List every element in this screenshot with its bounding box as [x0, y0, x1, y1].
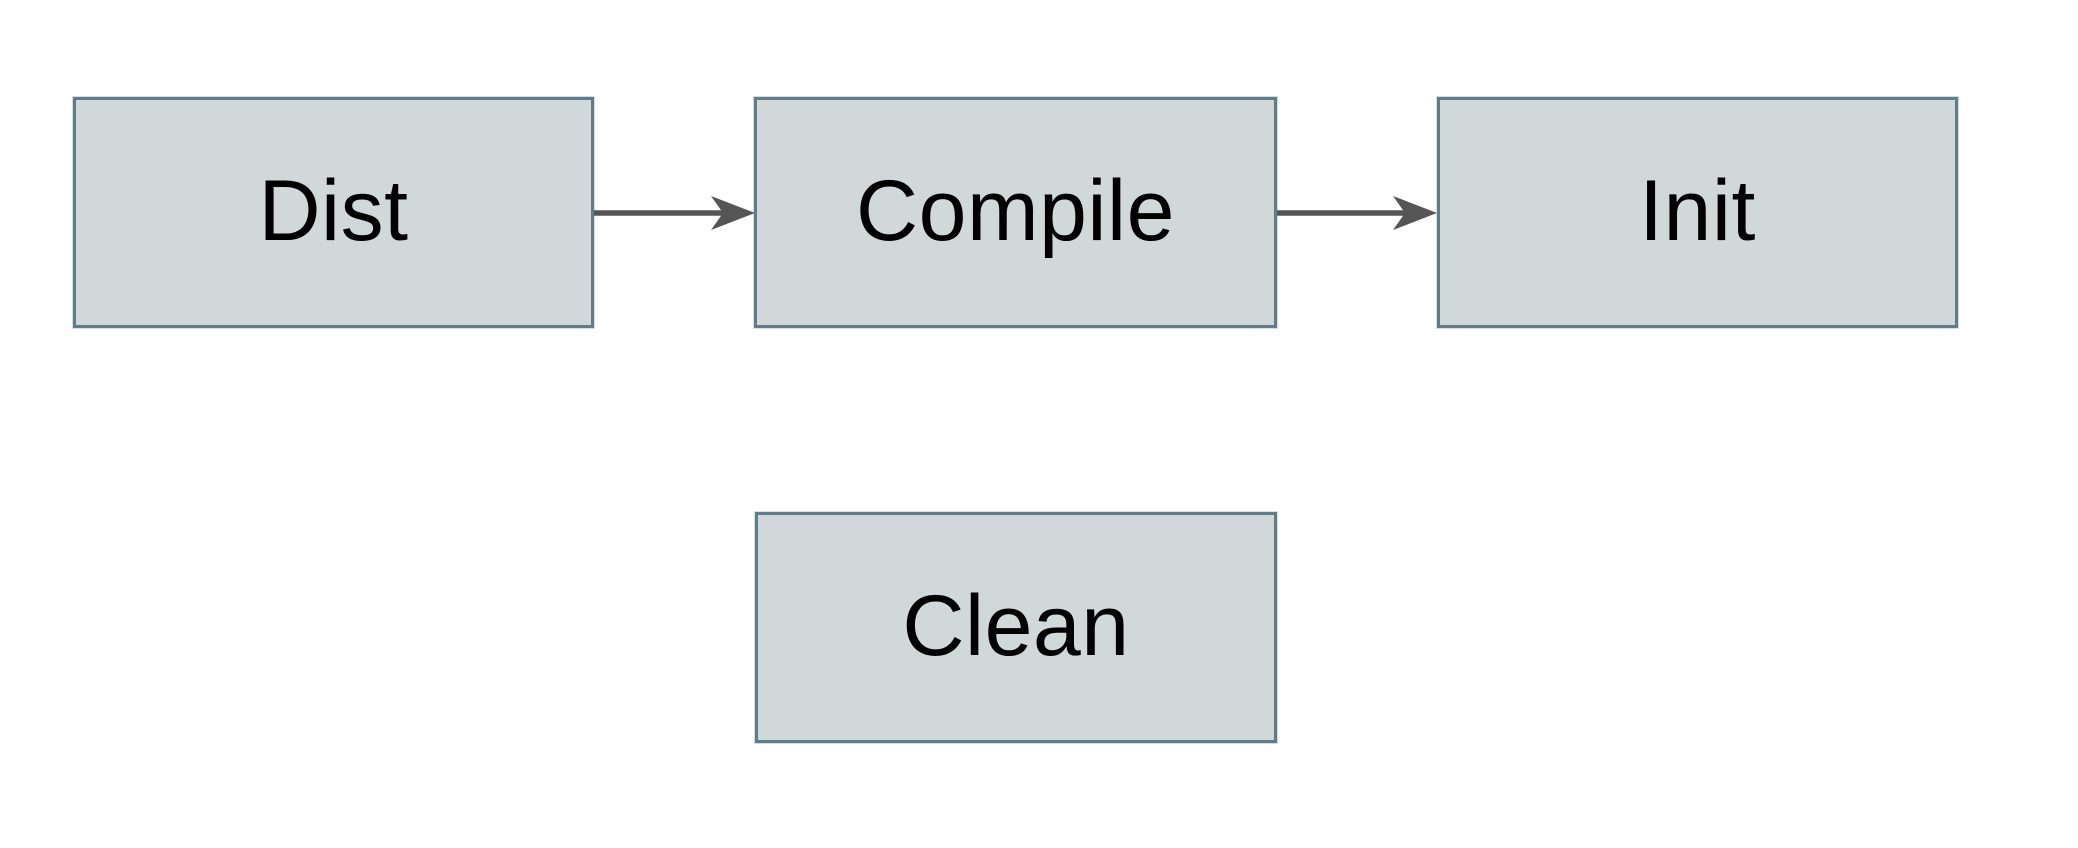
node-compile: Compile: [754, 97, 1277, 328]
node-dist-label: Dist: [258, 162, 409, 259]
node-init-label: Init: [1639, 162, 1756, 259]
node-compile-label: Compile: [856, 162, 1175, 259]
node-dist: Dist: [73, 97, 594, 328]
node-clean: Clean: [755, 512, 1277, 743]
node-clean-label: Clean: [902, 577, 1130, 674]
arrow-dist-to-compile: [594, 196, 755, 230]
arrow-right-icon: [1393, 196, 1437, 230]
arrow-compile-to-init: [1277, 196, 1437, 230]
arrow-right-icon: [711, 196, 755, 230]
node-init: Init: [1437, 97, 1958, 328]
